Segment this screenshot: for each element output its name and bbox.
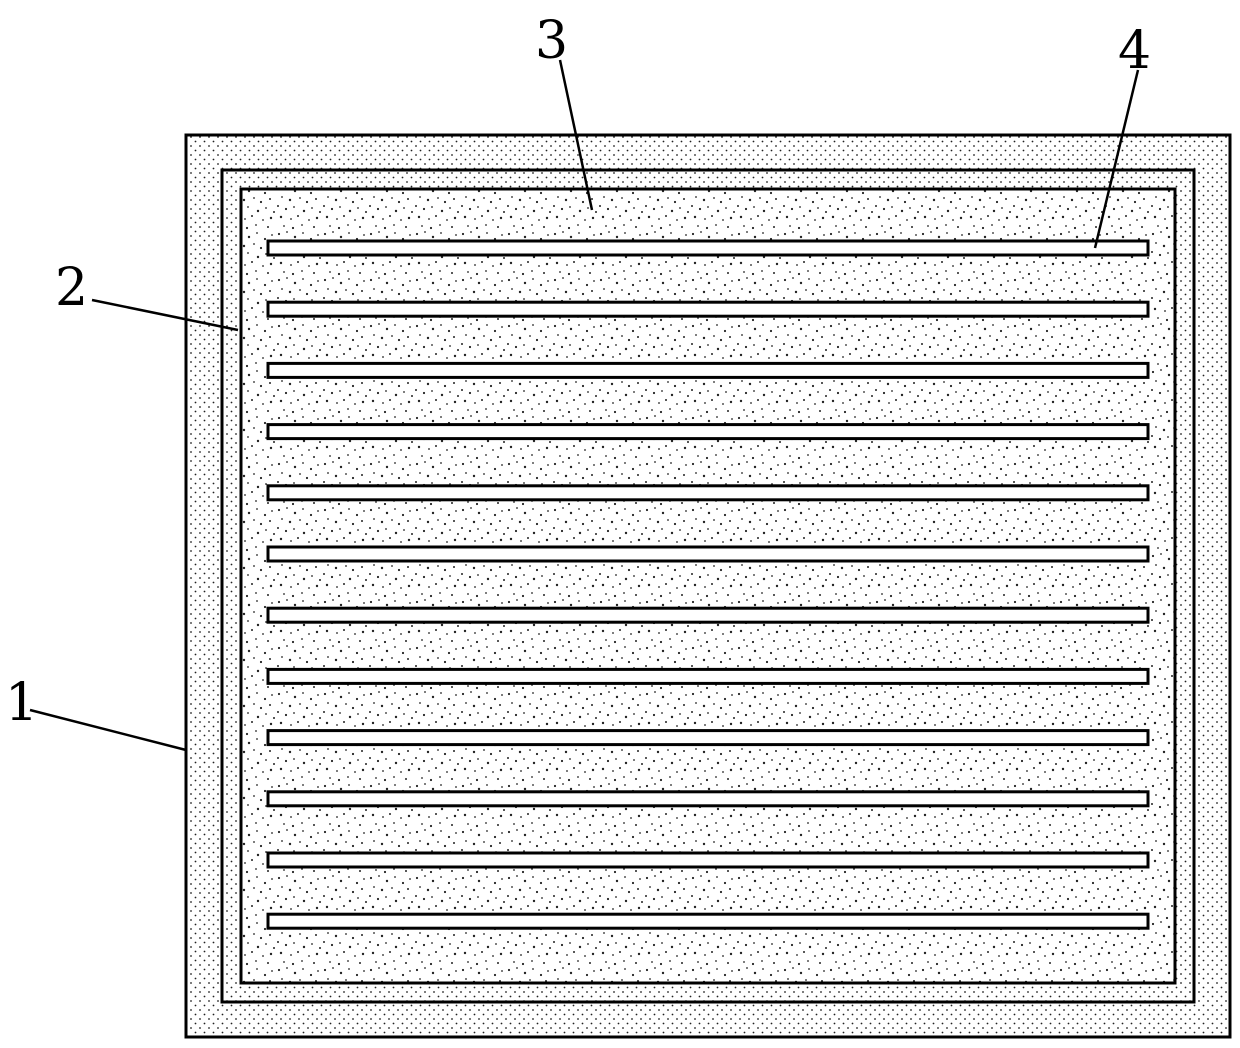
- strip: [268, 486, 1148, 500]
- label-2: 2: [55, 258, 88, 318]
- label-4: 4: [1118, 21, 1151, 81]
- strip: [268, 425, 1148, 439]
- label-1: 1: [5, 673, 38, 733]
- strip: [268, 669, 1148, 683]
- strip: [268, 853, 1148, 867]
- leader-line-1: [30, 710, 186, 750]
- strip: [268, 241, 1148, 255]
- strip: [268, 363, 1148, 377]
- strip: [268, 302, 1148, 316]
- strip: [268, 914, 1148, 928]
- label-3: 3: [535, 11, 568, 71]
- strip: [268, 547, 1148, 561]
- strip: [268, 608, 1148, 622]
- strip: [268, 731, 1148, 745]
- strip: [268, 792, 1148, 806]
